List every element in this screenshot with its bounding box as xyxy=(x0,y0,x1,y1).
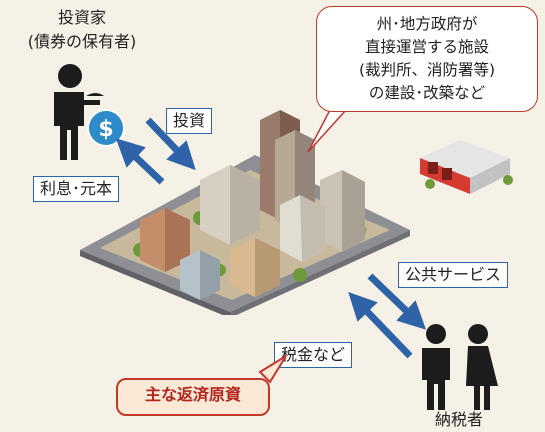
badge-pointer xyxy=(258,355,287,384)
taxpayers-label: 納税者 xyxy=(434,410,483,429)
callout-bubble: 州･地方政府が 直接運営する施設 (裁判所、消防署等) の建設･改築など xyxy=(316,6,538,112)
taxpayers-icon xyxy=(422,324,498,410)
taxes-label: 税金など xyxy=(274,342,353,368)
svg-text:$: $ xyxy=(98,117,113,142)
fire-station-icon xyxy=(420,140,513,194)
investor-title: 投資家 xyxy=(57,8,106,27)
callout-line: 州･地方政府が xyxy=(376,15,478,33)
investor-subtitle: (債券の保有者) xyxy=(27,32,137,51)
main-repayment-source-badge: 主な返済原資 xyxy=(116,378,270,416)
callout-line: (裁判所、消防署等) xyxy=(358,61,496,79)
interest-principal-label: 利息･元本 xyxy=(33,176,120,202)
callout-line: 直接運営する施設 xyxy=(364,38,489,56)
investor-flow-arrows xyxy=(115,117,196,185)
investor-figure-icon: $ xyxy=(54,64,125,160)
taxpayer-flow-arrows xyxy=(348,273,427,359)
public-services-label: 公共サービス xyxy=(398,262,509,288)
callout-line: の建設･改築など xyxy=(368,84,486,102)
city-illustration xyxy=(80,110,410,315)
investment-label: 投資 xyxy=(166,108,213,134)
